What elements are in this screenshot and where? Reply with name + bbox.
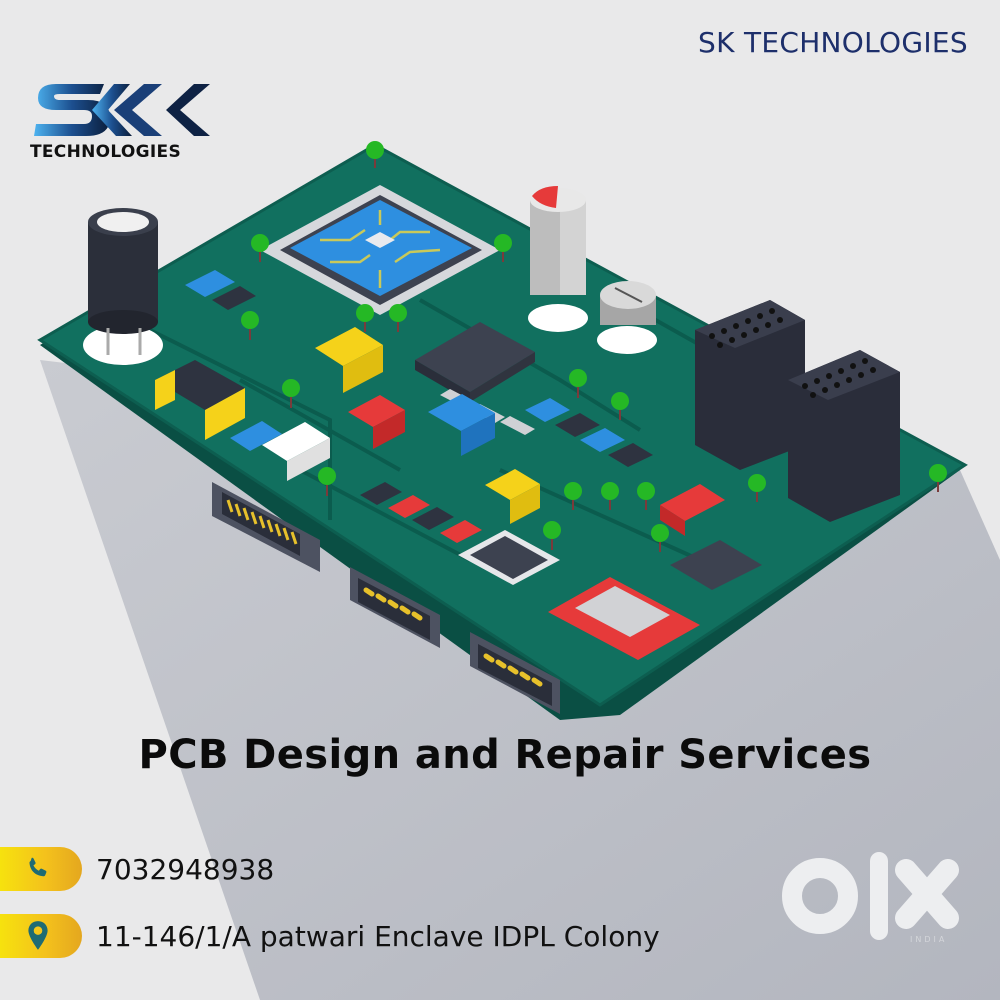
header-connector-2: [788, 350, 900, 522]
header-connector-1: [695, 300, 805, 470]
phone-number[interactable]: 7032948938: [96, 852, 275, 886]
smd-components: [155, 270, 762, 660]
truck-icons: [230, 327, 725, 536]
contact-phone: 7032948938: [0, 845, 274, 893]
address: 11-146/1/A patwari Enclave IDPL Colony: [96, 919, 660, 953]
edge-connector-large: [212, 482, 320, 572]
location-badge: [0, 914, 82, 958]
microchip: [260, 185, 500, 315]
location-pin-icon: [28, 921, 48, 950]
trimmer-potentiometer: [597, 281, 657, 354]
phone-icon: [29, 857, 47, 877]
capacitor-grey: [528, 186, 588, 332]
headline: PCB Design and Repair Services: [138, 732, 872, 778]
logo-subtitle: TECHNOLOGIES: [30, 142, 182, 162]
pcb-illustration: [37, 141, 968, 720]
company-logo: TECHNOLOGIES: [28, 82, 218, 164]
tree-icons: [241, 141, 947, 552]
phone-badge: [0, 847, 82, 891]
olx-watermark-logo: INDIA: [782, 852, 959, 944]
edge-connector-mid: [350, 567, 440, 648]
edge-connector-small: [470, 632, 560, 714]
brand-name: SK TECHNOLOGIES: [698, 26, 968, 59]
capacitor-large: [83, 208, 163, 365]
contact-address: 11-146/1/A patwari Enclave IDPL Colony: [0, 912, 660, 960]
sk-logo-mark: [34, 84, 210, 136]
olx-region: INDIA: [910, 935, 947, 944]
